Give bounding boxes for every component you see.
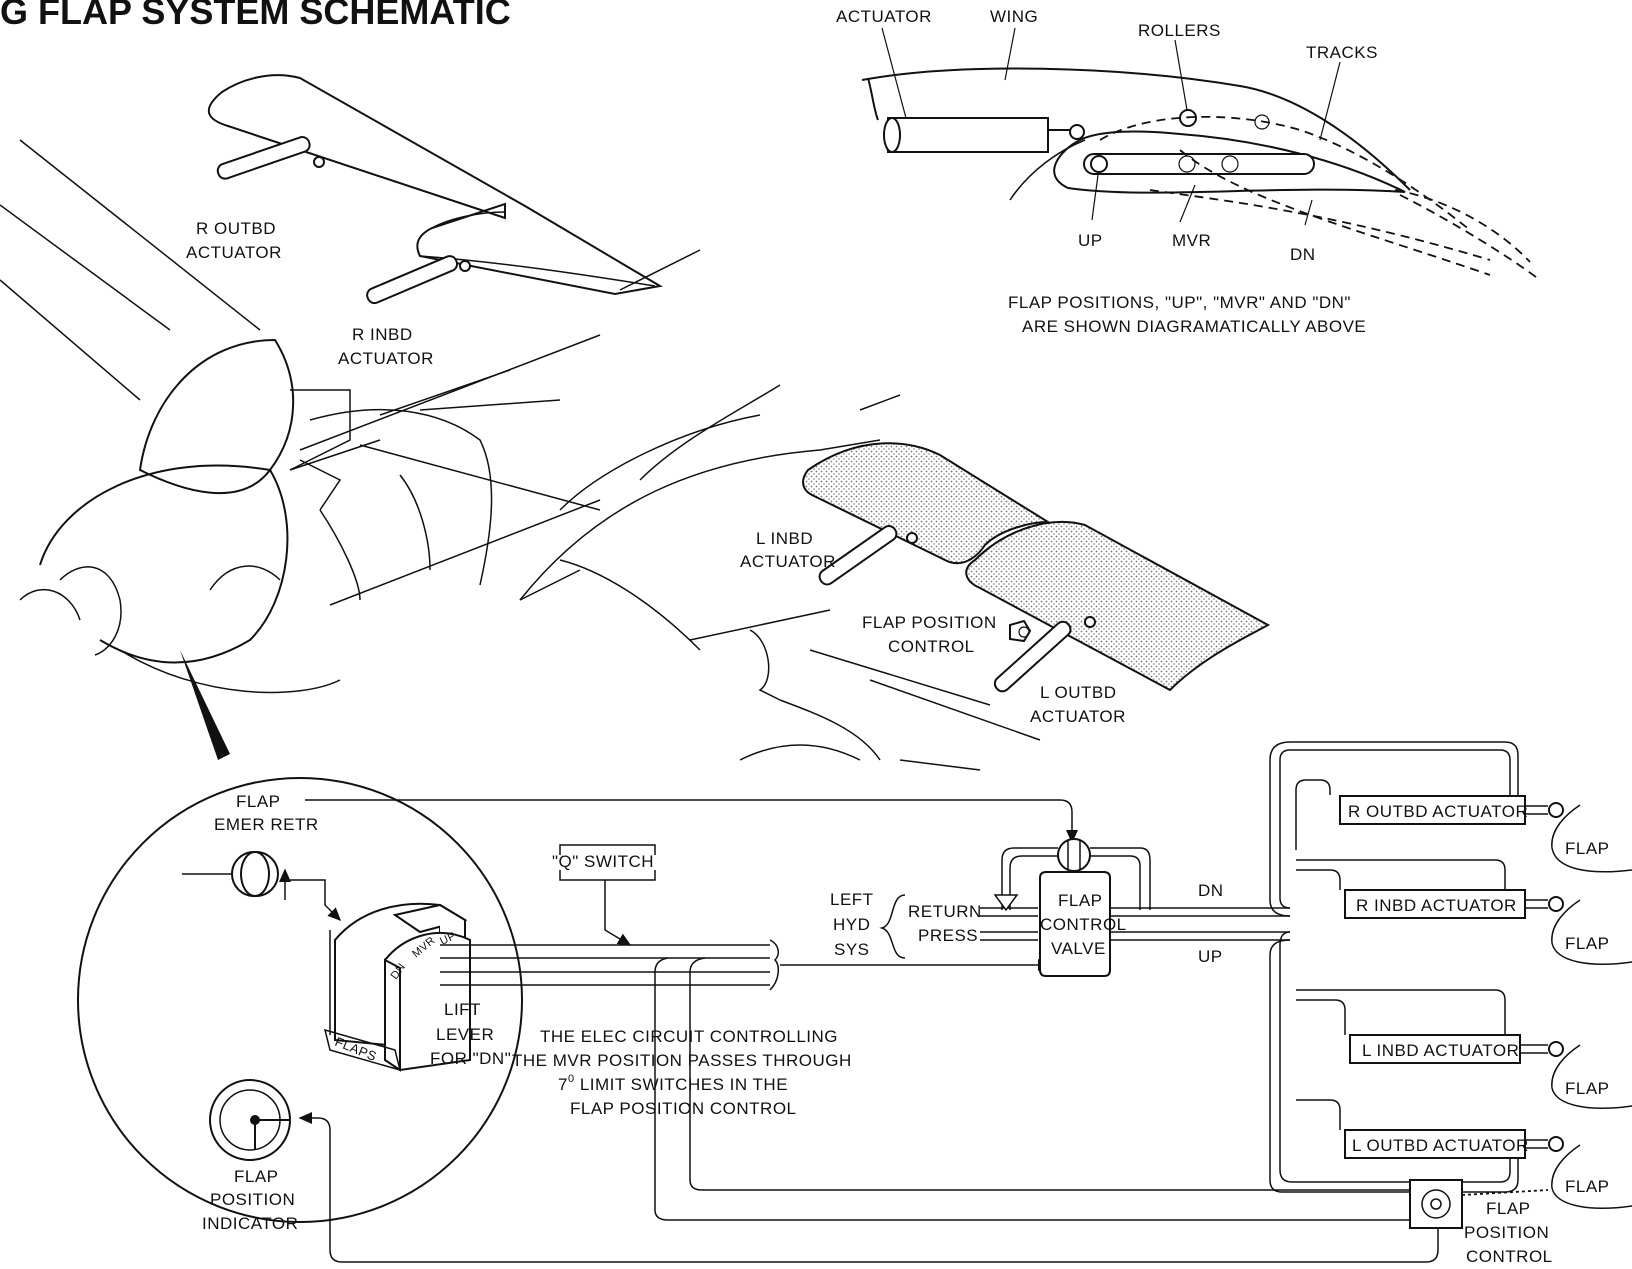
label-up-line: UP	[1198, 947, 1223, 966]
note-line-2: ARE SHOWN DIAGRAMATICALLY ABOVE	[1022, 317, 1366, 336]
label-l-outbd-1: L OUTBD	[1040, 683, 1117, 702]
label-lift-3: FOR "DN"	[430, 1049, 511, 1068]
elec-note-3-sup: 0	[568, 1073, 575, 1085]
elec-note-2: THE MVR POSITION PASSES THROUGH	[512, 1051, 852, 1070]
label-press: PRESS	[918, 926, 978, 945]
label-l-inbd-1: L INBD	[756, 529, 813, 548]
label-rollers: ROLLERS	[1138, 21, 1221, 40]
label-r-inbd-2: ACTUATOR	[338, 349, 434, 368]
note-line-1: FLAP POSITIONS, "UP", "MVR" AND "DN"	[1008, 293, 1351, 312]
elec-note-3-num: 7	[558, 1075, 568, 1094]
label-r-outbd-1: R OUTBD	[196, 219, 276, 238]
label-act-r-outbd: R OUTBD ACTUATOR	[1348, 802, 1528, 821]
right-wing-flaps: R OUTBD ACTUATOR R INBD ACTUATOR	[186, 74, 701, 368]
label-act-l-outbd: L OUTBD ACTUATOR	[1352, 1136, 1529, 1155]
actuator-cylinder	[887, 117, 1049, 153]
label-flap-3: FLAP	[1565, 1079, 1610, 1098]
label-flap-1: FLAP	[1565, 839, 1610, 858]
label-wing: WING	[990, 7, 1038, 26]
flap-control-valve	[1039, 871, 1111, 977]
label-valve-1: FLAP	[1058, 891, 1103, 910]
label-actuator: ACTUATOR	[836, 7, 932, 26]
label-sys: SYS	[834, 940, 870, 959]
label-dn-position: DN	[1290, 245, 1316, 264]
label-act-l-inbd: L INBD ACTUATOR	[1362, 1041, 1519, 1060]
label-valve-3: VALVE	[1051, 939, 1106, 958]
label-emer-2: EMER RETR	[214, 815, 319, 834]
label-ind-3: INDICATOR	[202, 1214, 298, 1233]
r-inbd-actuator-box	[1344, 889, 1526, 919]
label-l-fpc-2: CONTROL	[888, 637, 975, 656]
hydraulic-schematic: "Q" SWITCH LEFT HYD SYS RETURN PRESS FLA…	[298, 741, 1632, 1266]
label-fpc-2: POSITION	[1464, 1223, 1549, 1242]
label-tracks: TRACKS	[1306, 43, 1378, 62]
elec-note-1: THE ELEC CIRCUIT CONTROLLING	[540, 1027, 838, 1046]
label-valve-2: CONTROL	[1040, 915, 1127, 934]
label-hyd: HYD	[833, 915, 870, 934]
airframe-outline	[0, 139, 601, 694]
label-r-inbd-1: R INBD	[352, 325, 413, 344]
label-act-r-inbd: R INBD ACTUATOR	[1356, 896, 1517, 915]
elec-note-3: 70 LIMIT SWITCHES IN THE	[558, 1073, 788, 1094]
l-outbd-flap	[965, 521, 1271, 692]
label-emer-1: FLAP	[236, 792, 281, 811]
flap-position-detail: ACTUATOR WING ROLLERS TRACKS UP MVR DN F…	[836, 7, 1541, 336]
r-outbd-actuator-box	[1339, 795, 1526, 825]
label-l-fpc-1: FLAP POSITION	[862, 613, 997, 632]
label-flap-4: FLAP	[1565, 1177, 1610, 1196]
label-flap-2: FLAP	[1565, 934, 1610, 953]
label-ind-2: POSITION	[210, 1190, 295, 1209]
elec-note-3-rest: LIMIT SWITCHES IN THE	[575, 1075, 788, 1094]
label-lift-2: LEVER	[436, 1025, 494, 1044]
label-dn-line: DN	[1198, 881, 1224, 900]
label-l-outbd-2: ACTUATOR	[1030, 707, 1126, 726]
cockpit-detail-circle	[77, 777, 523, 1223]
label-l-inbd-2: ACTUATOR	[740, 552, 836, 571]
label-return: RETURN	[908, 902, 982, 921]
label-r-outbd-2: ACTUATOR	[186, 243, 282, 262]
l-inbd-actuator-box	[1349, 1034, 1521, 1064]
elec-note-4: FLAP POSITION CONTROL	[570, 1099, 797, 1118]
label-q-switch[interactable]: "Q" SWITCH	[552, 852, 654, 871]
label-ind-1: FLAP	[234, 1167, 279, 1186]
label-fpc-1: FLAP	[1486, 1199, 1531, 1218]
label-mvr-position: MVR	[1172, 231, 1211, 250]
diagram-title: G FLAP SYSTEM SCHEMATIC	[0, 0, 511, 32]
label-fpc-3: CONTROL	[1466, 1247, 1553, 1266]
cockpit-callout: FLAP EMER RETR UP MVR DN FLAPS LIFT LEVE…	[77, 650, 523, 1233]
label-up-position: UP	[1078, 231, 1103, 250]
label-left: LEFT	[830, 890, 874, 909]
label-lift-1: LIFT	[444, 1000, 481, 1019]
l-outbd-actuator-box	[1344, 1129, 1526, 1159]
left-wing: L INBD ACTUATOR FLAP POSITION CONTROL L …	[519, 384, 1271, 771]
valve-selector	[1057, 838, 1091, 872]
l-inbd-flap	[802, 442, 1052, 565]
flap-position-control-box	[1409, 1179, 1463, 1229]
